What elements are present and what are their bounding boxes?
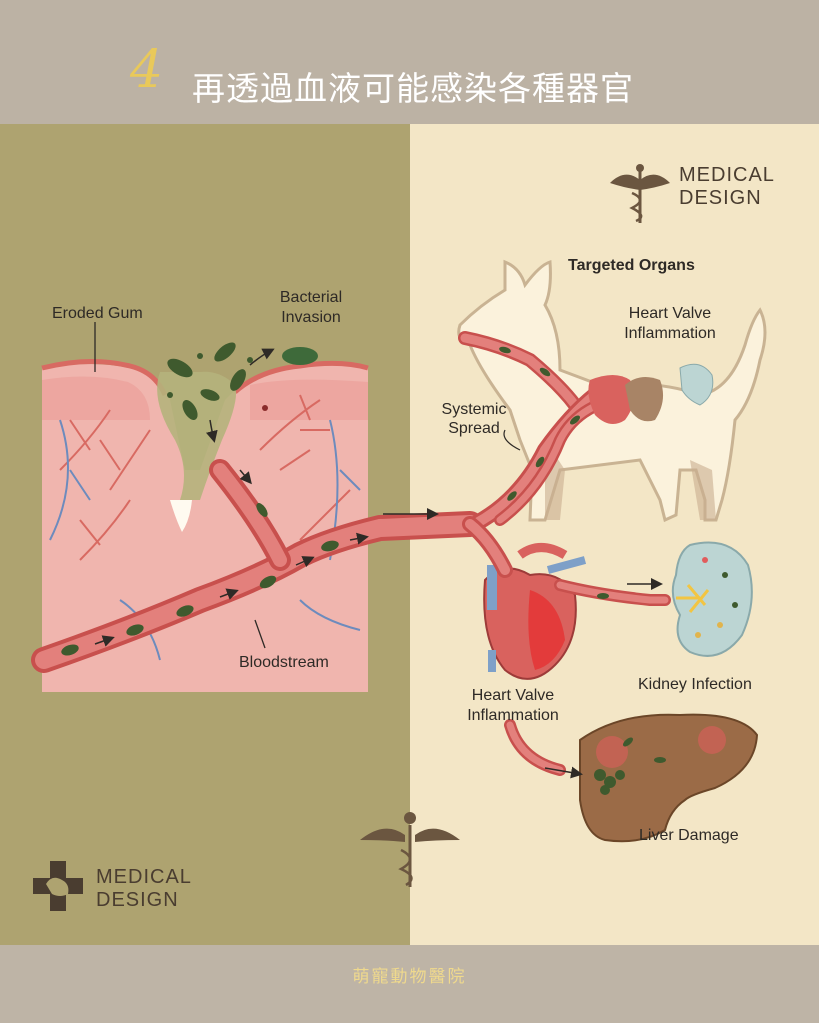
page-title: 再透過血液可能感染各種器官 [192,69,634,108]
label-heart-valve-top-1: Heart Valve [629,305,712,322]
label-bacterial-invasion-1: Bacterial [280,289,342,306]
liver-illustration [579,713,759,843]
caduceus-icon [360,812,460,887]
diagram-labels: Eroded Gum Bacterial Invasion Bloodstrea… [52,257,752,844]
footer-bar [0,945,819,1023]
header-bar: 4 再透過血液可能感染各種器官 [0,0,819,124]
label-bloodstream: Bloodstream [239,654,329,671]
label-eroded-gum: Eroded Gum [52,305,143,322]
label-heart-valve-bottom-1: Heart Valve [472,687,555,704]
label-systemic-spread-1: Systemic [442,401,507,418]
brand-top-line1: MEDICAL [679,164,775,186]
label-targeted-organs: Targeted Organs [568,257,695,274]
bacteria-cluster [167,342,318,420]
kidney-illustration [671,541,753,657]
brand-top-line2: DESIGN [679,187,762,209]
medical-cross-icon [33,861,83,911]
step-number: 4 [130,40,164,100]
brand-bottom-line1: MEDICAL [96,866,192,888]
brand-bottom-line2: DESIGN [96,889,179,911]
label-systemic-spread-2: Spread [448,420,500,437]
footer-text: 萌寵動物醫院 [352,967,467,987]
gum-tissue [41,359,369,692]
heart-illustration [483,543,587,680]
caduceus-icon [610,164,670,223]
label-kidney-infection: Kidney Infection [638,676,752,693]
label-heart-valve-top-2: Inflammation [624,325,716,342]
label-bacterial-invasion-2: Invasion [281,309,341,326]
label-liver-damage: Liver Damage [639,827,739,844]
label-heart-valve-bottom-2: Inflammation [467,707,559,724]
dog-vessel [458,331,714,532]
bloodstream-vessel [31,459,483,673]
